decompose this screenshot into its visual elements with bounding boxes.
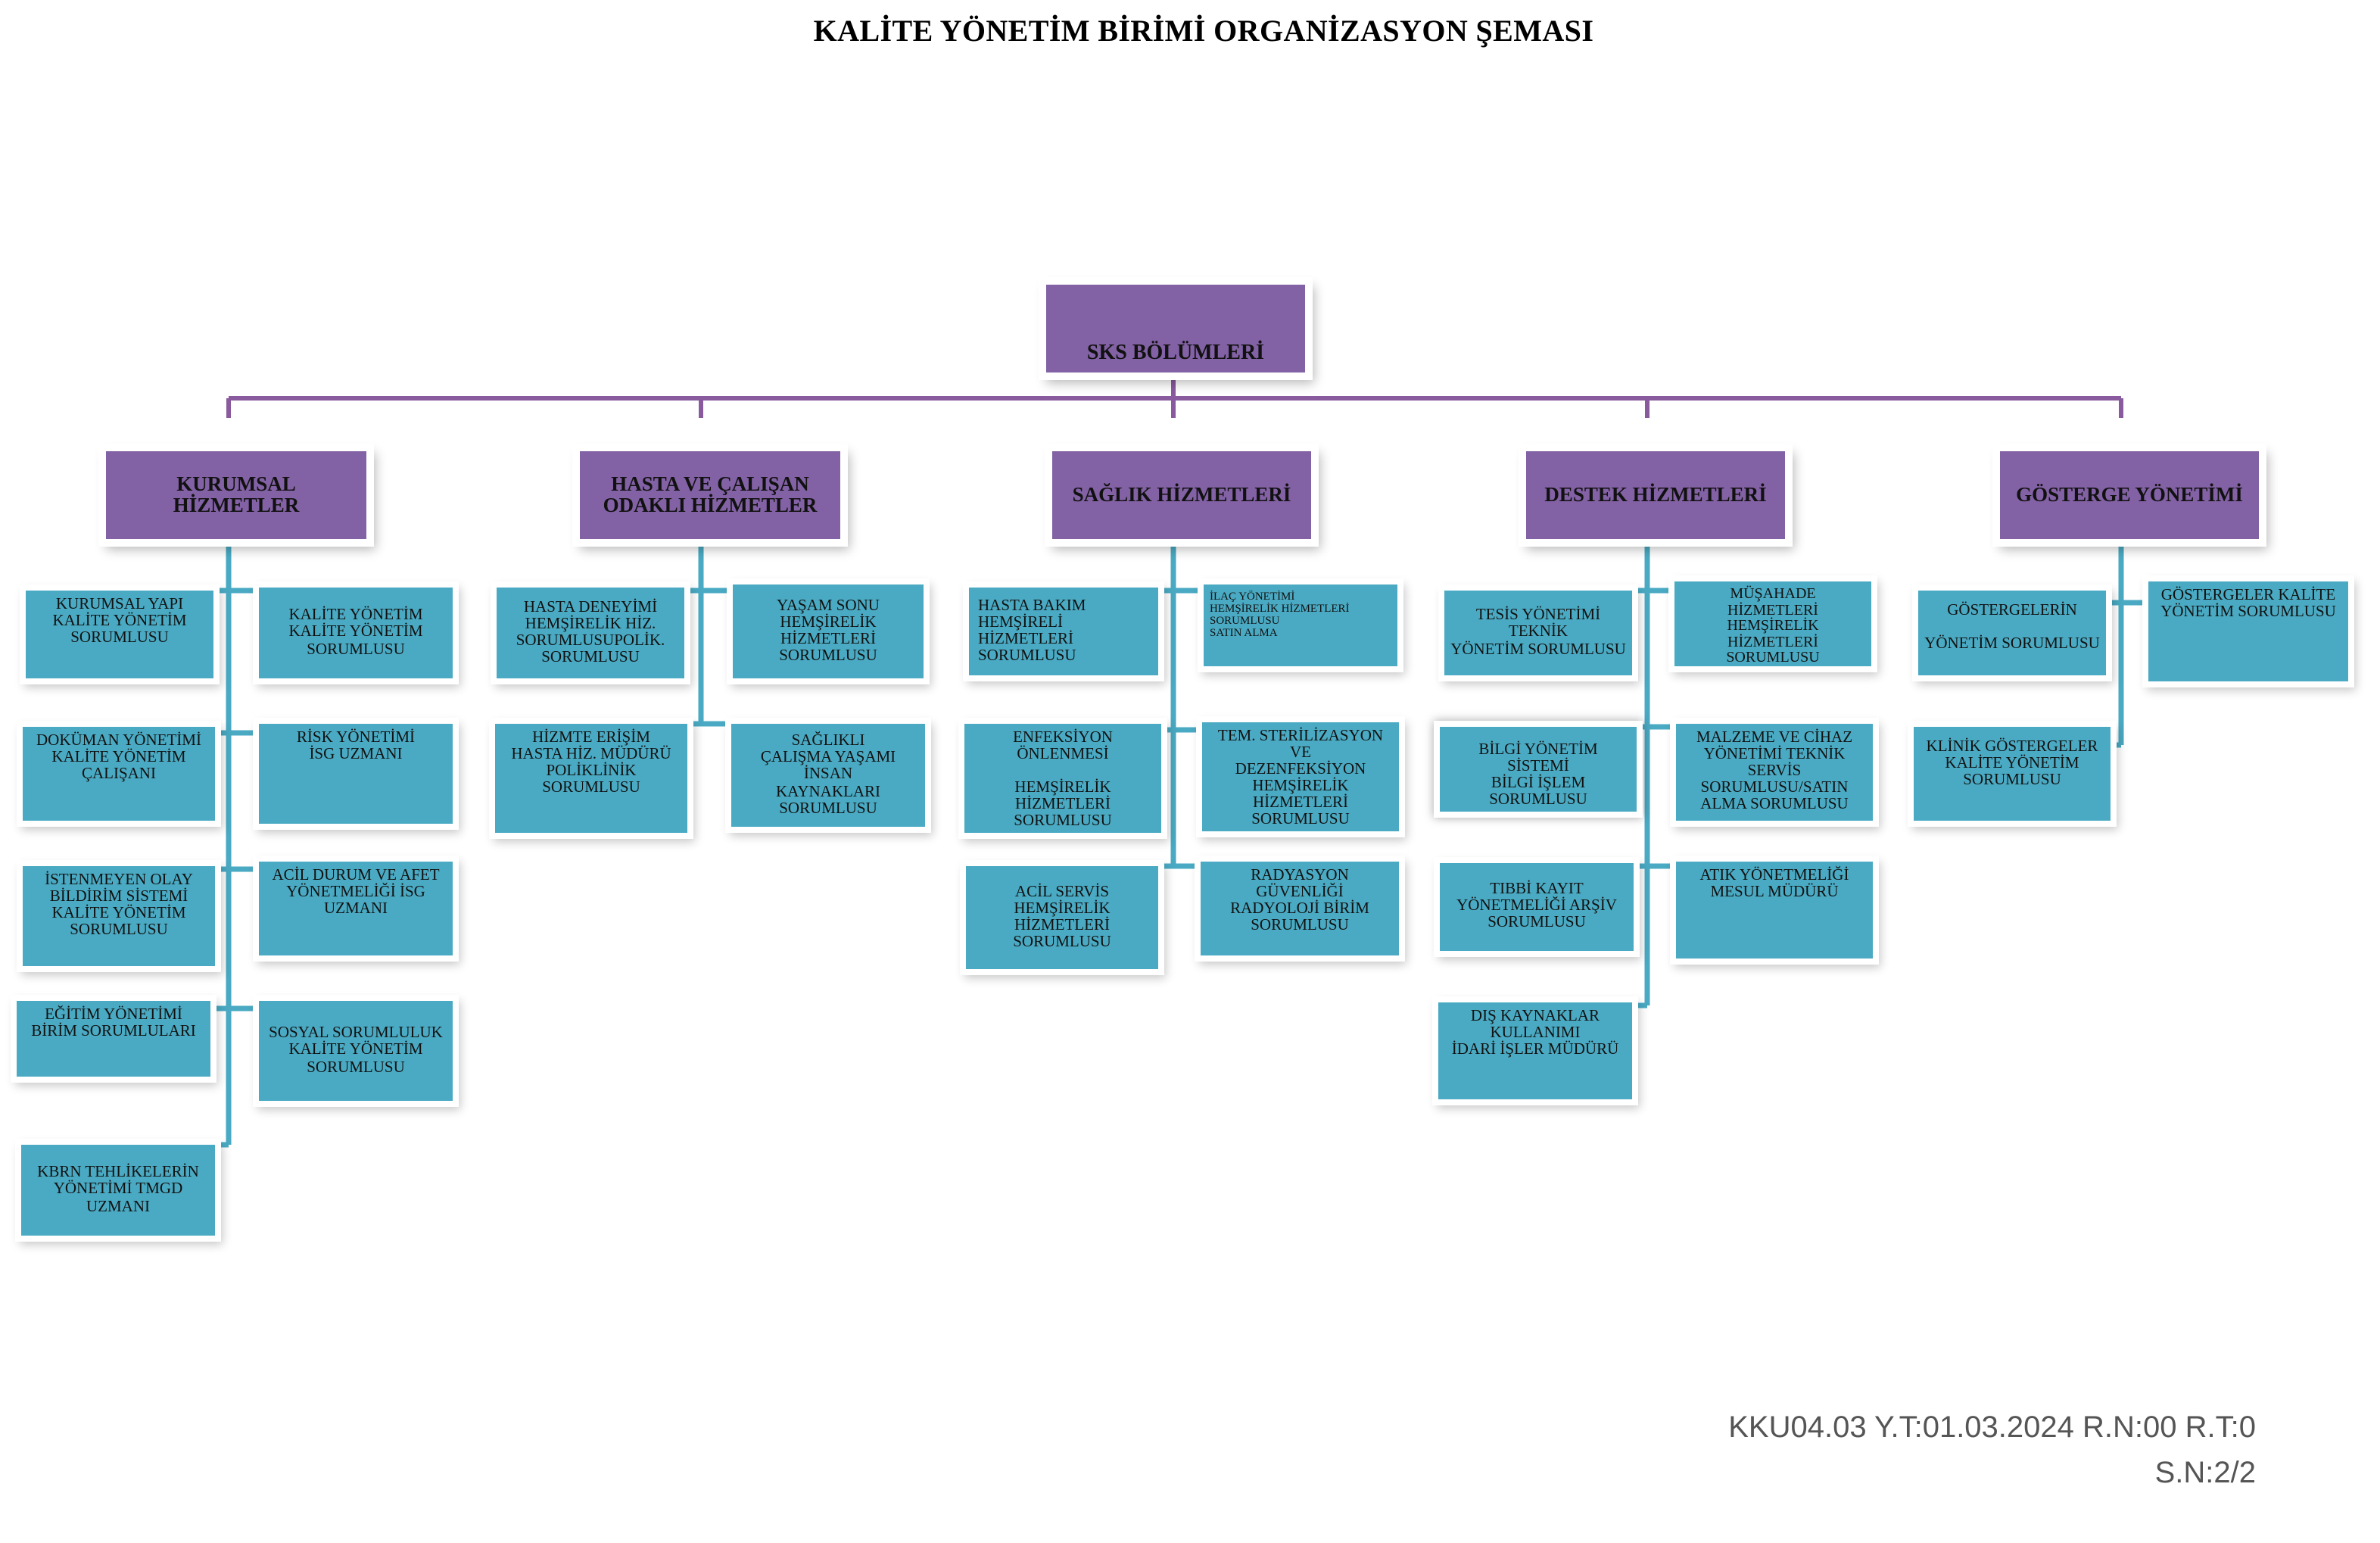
node-acil-servis: ACİL SERVİS HEMŞİRELİK HİZMETLERİ SORUML… (966, 866, 1158, 969)
node-label: ATIK YÖNETMELİĞİ MESUL MÜDÜRÜ (1699, 868, 1849, 902)
node-tesis-yonetimi: TESİS YÖNETİMİ TEKNİK YÖNETİM SORUMLUSU (1444, 591, 1632, 675)
department-header-kurumsal: KURUMSAL HİZMETLER (106, 451, 366, 539)
node-hasta-bakim: HASTA BAKIM HEMŞİRELİ HİZMETLERİ SORUMLU… (969, 588, 1158, 675)
node-label: KURUMSAL YAPI KALİTE YÖNETİM SORUMLUSU (52, 597, 187, 647)
node-bilgi-yonetim: BİLGİ YÖNETİM SİSTEMİ BİLGİ İŞLEM SORUML… (1440, 727, 1637, 812)
node-label: DIŞ KAYNAKLAR KULLANIMI İDARİ İŞLER MÜDÜ… (1451, 1008, 1619, 1059)
node-label: YAŞAM SONU HEMŞİRELİK HİZMETLERİ SORUMLU… (777, 597, 880, 666)
node-label: GÖSTERGELERİN YÖNETİM SORUMLUSU (1924, 603, 2100, 653)
node-tibbi-kayit: TIBBİ KAYIT YÖNETMELİĞİ ARŞİV SORUMLUSU (1440, 863, 1634, 951)
node-gostergeler-kalite: GÖSTERGELER KALİTE YÖNETİM SORUMLUSU (2148, 581, 2348, 681)
node-label: ACİL SERVİS HEMŞİRELİK HİZMETLERİ SORUML… (1013, 884, 1111, 952)
node-label: İLAÇ YÖNETİMİ HEMŞİRELİK HİZMETLERİ SORU… (1210, 589, 1350, 639)
node-kurumsal-yapi: KURUMSAL YAPI KALİTE YÖNETİM SORUMLUSU (26, 591, 213, 678)
node-label: KBRN TEHLİKELERİN YÖNETİMİ TMGD UZMANI (37, 1164, 199, 1215)
node-klinik-gostergeler: KLİNİK GÖSTERGELER KALİTE YÖNETİM SORUML… (1914, 727, 2111, 821)
node-label: İSTENMEYEN OLAY BİLDİRİM SİSTEMİ KALİTE … (45, 872, 193, 940)
node-label: ENFEKSİYON ÖNLENMESİ HEMŞİRELİK HİZMETLE… (1013, 730, 1113, 831)
node-label: ACİL DURUM VE AFET YÖNETMELİĞİ İSG UZMAN… (272, 868, 440, 918)
node-hasta-deneyimi: HASTA DENEYİMİ HEMŞİRELİK HİZ. SORUMLUSU… (497, 588, 684, 678)
node-risk-yonetimi: RİSK YÖNETİMİ İSG UZMANI (259, 724, 453, 824)
node-label: HASTA DENEYİMİ HEMŞİRELİK HİZ. SORUMLUSU… (516, 599, 665, 667)
node-label: MALZEME VE CİHAZ YÖNETİMİ TEKNİK SERVİS … (1696, 730, 1853, 814)
page-number: S.N:2/2 (2154, 1457, 2256, 1490)
node-label: SAĞLIKLI ÇALIŞMA YAŞAMI İNSAN KAYNAKLARI… (760, 733, 896, 818)
node-yasam-sonu: YAŞAM SONU HEMŞİRELİK HİZMETLERİ SORUMLU… (733, 584, 924, 678)
department-header-gosterge: GÖSTERGE YÖNETİMİ (2000, 451, 2259, 539)
node-sosyal-sorumluluk: SOSYAL SORUMLULUK KALİTE YÖNETİM SORUMLU… (259, 1001, 453, 1101)
node-label: EĞİTİM YÖNETİMİ BİRİM SORUMLULARI (31, 1007, 196, 1041)
node-label: TESİS YÖNETİMİ TEKNİK YÖNETİM SORUMLUSU (1450, 607, 1626, 658)
node-label: BİLGİ YÖNETİM SİSTEMİ BİLGİ İŞLEM SORUML… (1478, 742, 1598, 809)
document-code: KKU04.03 Y.T:01.03.2024 R.N:00 R.T:0 (1728, 1411, 2256, 1445)
node-sterilizasyon: TEM. STERİLİZASYON VE DEZENFEKSİYON HEMŞ… (1202, 722, 1399, 831)
node-label: MÜŞAHADE HİZMETLERİ HEMŞİRELİK HİZMETLER… (1726, 586, 1820, 666)
node-egitim-yonetimi: EĞİTİM YÖNETİMİ BİRİM SORUMLULARI (17, 1001, 210, 1077)
node-musahade-hizmetleri: MÜŞAHADE HİZMETLERİ HEMŞİRELİK HİZMETLER… (1674, 581, 1871, 666)
department-label: DESTEK HİZMETLERİ (1544, 482, 1767, 506)
department-header-saglik: SAĞLIK HİZMETLERİ (1052, 451, 1311, 539)
node-gostergelerin-yonetim: GÖSTERGELERİN YÖNETİM SORUMLUSU (1918, 591, 2106, 675)
page-title: KALİTE YÖNETİM BİRİMİ ORGANİZASYON ŞEMAS… (813, 15, 1594, 48)
node-malzeme-cihaz: MALZEME VE CİHAZ YÖNETİMİ TEKNİK SERVİS … (1676, 724, 1873, 821)
department-header-hasta-calisan: HASTA VE ÇALIŞAN ODAKLI HİZMETLER (580, 451, 840, 539)
node-label: TEM. STERİLİZASYON VE DEZENFEKSİYON HEMŞ… (1217, 728, 1384, 829)
node-acil-durum-afet: ACİL DURUM VE AFET YÖNETMELİĞİ İSG UZMAN… (259, 862, 453, 955)
node-label: KALİTE YÖNETİM KALİTE YÖNETİM SORUMLUSU (288, 607, 423, 658)
node-dis-kaynaklar: DIŞ KAYNAKLAR KULLANIMI İDARİ İŞLER MÜDÜ… (1438, 1002, 1632, 1099)
node-label: SOSYAL SORUMLULUK KALİTE YÖNETİM SORUMLU… (269, 1025, 443, 1076)
root-box-sks-bolumleri: SKS BÖLÜMLERİ (1046, 285, 1305, 373)
department-label: GÖSTERGE YÖNETİMİ (2016, 482, 2243, 506)
node-kbrn-tehlikeler: KBRN TEHLİKELERİN YÖNETİMİ TMGD UZMANI (21, 1145, 215, 1236)
department-label: HASTA VE ÇALIŞAN ODAKLI HİZMETLER (603, 472, 818, 516)
node-enfeksiyon-onlenmesi: ENFEKSİYON ÖNLENMESİ HEMŞİRELİK HİZMETLE… (964, 724, 1161, 833)
node-istenmeyen-olay: İSTENMEYEN OLAY BİLDİRİM SİSTEMİ KALİTE … (23, 866, 215, 966)
root-label: SKS BÖLÜMLERİ (1086, 342, 1265, 366)
node-label: GÖSTERGELER KALİTE YÖNETİM SORUMLUSU (2160, 588, 2336, 622)
node-label: DOKÜMAN YÖNETİMİ KALİTE YÖNETİM ÇALIŞANI (36, 733, 201, 784)
node-label: RADYASYON GÜVENLİĞİ RADYOLOJİ BİRİM SORU… (1230, 868, 1369, 935)
node-label: HASTA BAKIM HEMŞİRELİ HİZMETLERİ SORUMLU… (978, 597, 1086, 666)
node-kalite-yonetim: KALİTE YÖNETİM KALİTE YÖNETİM SORUMLUSU (259, 588, 453, 678)
node-label: TIBBİ KAYIT YÖNETMELİĞİ ARŞİV SORUMLUSU (1456, 881, 1617, 932)
node-label: RİSK YÖNETİMİ İSG UZMANI (296, 730, 416, 764)
node-dokuman-yonetimi: DOKÜMAN YÖNETİMİ KALİTE YÖNETİM ÇALIŞANI (23, 727, 215, 821)
node-hizmete-erisim: HİZMTE ERİŞİM HASTA HİZ. MÜDÜRÜ POLİKLİN… (495, 724, 687, 833)
department-label: SAĞLIK HİZMETLERİ (1072, 482, 1291, 506)
node-ilac-yonetimi: İLAÇ YÖNETİMİ HEMŞİRELİK HİZMETLERİ SORU… (1204, 584, 1397, 666)
department-label: KURUMSAL HİZMETLER (173, 472, 300, 516)
node-label: HİZMTE ERİŞİM HASTA HİZ. MÜDÜRÜ POLİKLİN… (511, 730, 671, 797)
node-atik-yonetmeligi: ATIK YÖNETMELİĞİ MESUL MÜDÜRÜ (1676, 862, 1873, 959)
node-label: KLİNİK GÖSTERGELER KALİTE YÖNETİM SORUML… (1926, 739, 2098, 790)
node-radyasyon-guvenligi: RADYASYON GÜVENLİĞİ RADYOLOJİ BİRİM SORU… (1201, 862, 1399, 955)
department-header-destek: DESTEK HİZMETLERİ (1526, 451, 1785, 539)
node-saglikli-calisma: SAĞLIKLI ÇALIŞMA YAŞAMI İNSAN KAYNAKLARI… (731, 724, 925, 827)
